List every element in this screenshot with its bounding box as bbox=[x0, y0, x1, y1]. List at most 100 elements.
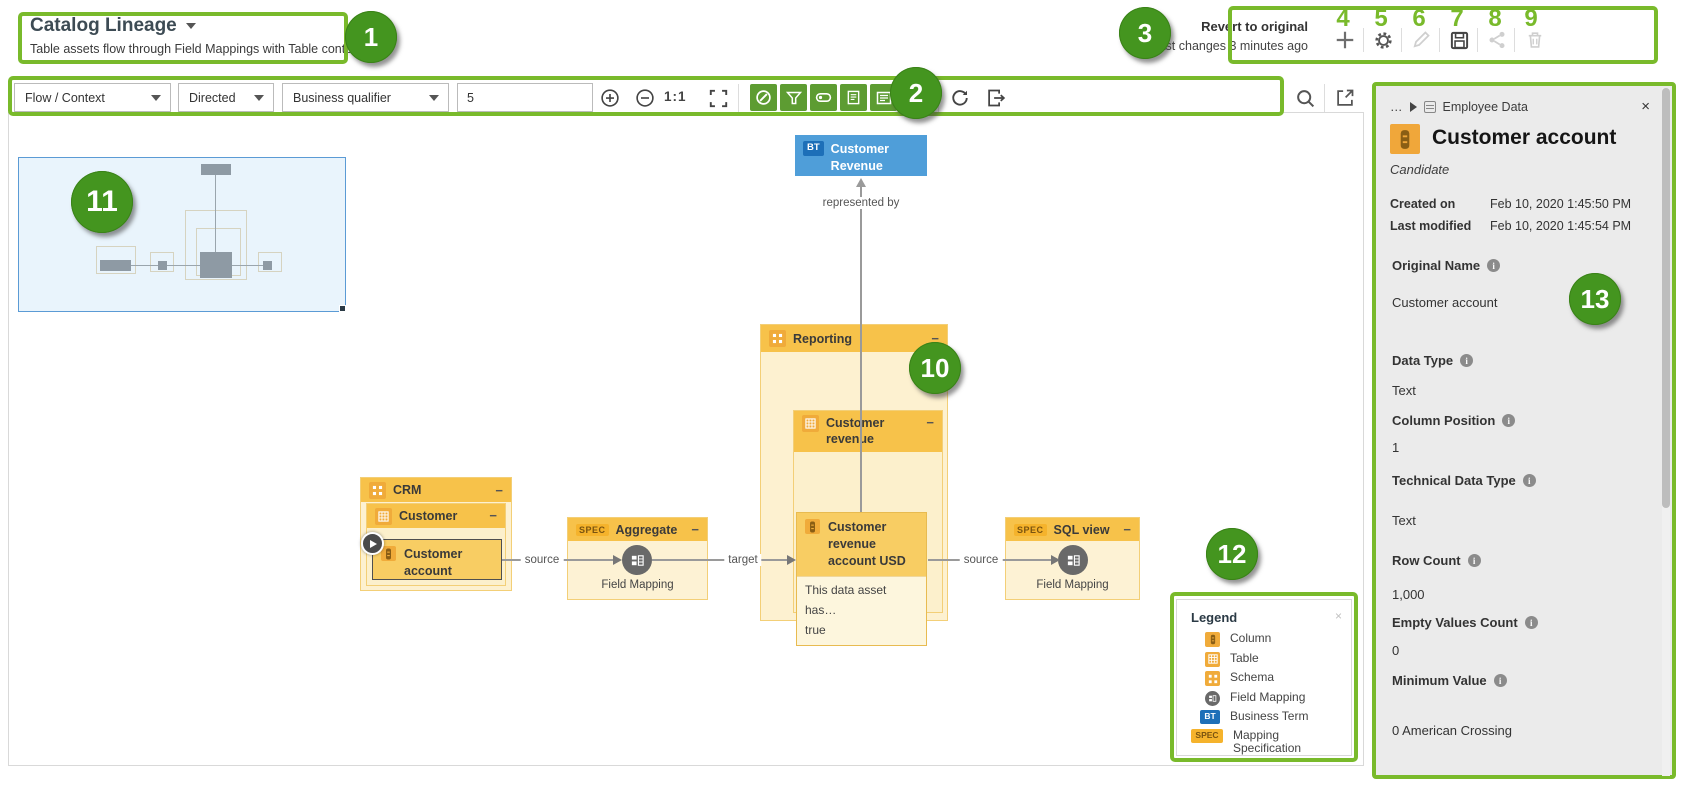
schema-header-crm[interactable]: CRM − bbox=[361, 478, 511, 502]
node-attribute: true bbox=[805, 623, 826, 638]
chevron-down-icon bbox=[429, 94, 439, 101]
collapse-button[interactable]: − bbox=[1123, 522, 1131, 537]
annotation-badge-1: 1 bbox=[345, 11, 397, 63]
gear-icon bbox=[1374, 31, 1392, 49]
legend-item-mapping-specification: SPEC Mapping Specification bbox=[1191, 728, 1339, 757]
share-button[interactable] bbox=[1478, 26, 1516, 54]
collapse-button[interactable]: − bbox=[926, 415, 934, 430]
minimap-node bbox=[201, 164, 231, 175]
table-icon bbox=[802, 415, 819, 432]
breadcrumb-caret-icon bbox=[1409, 102, 1417, 112]
column-icon bbox=[805, 519, 820, 534]
legend-close-button[interactable]: × bbox=[1334, 609, 1342, 623]
mapping-spec-node-sql-view[interactable]: SPEC SQL view − bbox=[1005, 517, 1140, 600]
attribute-label: Data Type i bbox=[1392, 353, 1474, 368]
fit-to-screen-button[interactable] bbox=[705, 85, 731, 111]
page-title[interactable]: Catalog Lineage bbox=[30, 15, 196, 37]
filter-toggle-button[interactable] bbox=[780, 84, 807, 111]
annotation-badge-13: 13 bbox=[1569, 273, 1621, 325]
info-icon[interactable]: i bbox=[1522, 474, 1536, 487]
delete-button[interactable] bbox=[1516, 26, 1554, 54]
minimap-resize-handle[interactable] bbox=[339, 305, 346, 312]
overview-toggle-button[interactable] bbox=[750, 84, 777, 111]
edge-arrowhead bbox=[613, 555, 622, 565]
details-toggle-button[interactable] bbox=[840, 84, 867, 111]
save-icon bbox=[1450, 31, 1468, 49]
page-subtitle: Table assets flow through Field Mappings… bbox=[30, 42, 362, 56]
annotation-number-7: 7 bbox=[1450, 5, 1464, 32]
layout-select[interactable]: Flow / Context bbox=[14, 83, 171, 112]
collapse-button[interactable]: − bbox=[691, 522, 699, 537]
panel-close-button[interactable]: × bbox=[1641, 98, 1650, 115]
qualifier-select[interactable]: Business qualifier bbox=[282, 83, 449, 112]
panel-scrollbar-thumb[interactable] bbox=[1662, 88, 1670, 508]
column-node-customer-revenue-account-usd[interactable]: Customer revenue account USD This data a… bbox=[796, 512, 927, 646]
info-icon[interactable]: i bbox=[1524, 616, 1538, 629]
node-business-term-customer-revenue[interactable]: BT Customer Revenue bbox=[795, 135, 927, 176]
field-mapping-icon bbox=[1205, 690, 1220, 706]
minimap-node bbox=[100, 260, 131, 271]
panel-scrollbar[interactable] bbox=[1662, 88, 1670, 776]
field-mapping-node[interactable] bbox=[622, 545, 652, 575]
minimap[interactable] bbox=[18, 157, 346, 312]
zoom-reset-button[interactable]: 1:1 bbox=[664, 89, 687, 104]
legend-item-business-term: BT Business Term bbox=[1191, 709, 1339, 724]
info-icon[interactable]: i bbox=[1493, 674, 1507, 687]
breadcrumb[interactable]: … Employee Data bbox=[1390, 100, 1528, 114]
asset-status: Candidate bbox=[1390, 162, 1450, 177]
direction-select[interactable]: Directed bbox=[178, 83, 274, 112]
field-mapping-node[interactable] bbox=[1058, 545, 1088, 575]
collapse-button[interactable]: − bbox=[495, 482, 503, 498]
refresh-button[interactable] bbox=[947, 85, 973, 111]
open-new-window-icon bbox=[1337, 89, 1354, 106]
zoom-out-button[interactable] bbox=[632, 85, 658, 111]
breadcrumb-ellipsis[interactable]: … bbox=[1390, 100, 1403, 114]
minimap-node bbox=[263, 261, 272, 270]
info-icon[interactable]: i bbox=[1460, 354, 1474, 367]
labels-toggle-button[interactable] bbox=[810, 84, 837, 111]
attribute-label-text: Minimum Value bbox=[1392, 673, 1487, 688]
last-modified-value: Feb 10, 2020 1:45:54 PM bbox=[1490, 219, 1632, 233]
legend-label: Table bbox=[1230, 650, 1259, 665]
info-icon[interactable]: i bbox=[1502, 414, 1516, 427]
schema-header-reporting[interactable]: Reporting − bbox=[761, 325, 947, 352]
expand-lineage-play-button[interactable] bbox=[361, 532, 384, 555]
settings-button[interactable] bbox=[1364, 26, 1402, 54]
divider bbox=[1477, 28, 1478, 52]
info-icon[interactable]: i bbox=[1467, 554, 1481, 567]
open-new-window-button[interactable] bbox=[1332, 85, 1358, 111]
collapse-button[interactable]: − bbox=[489, 507, 497, 523]
field-mapping-icon bbox=[631, 554, 644, 566]
zoom-in-button[interactable] bbox=[597, 85, 623, 111]
annotation-badge-2: 2 bbox=[890, 67, 942, 119]
export-icon bbox=[988, 89, 1006, 107]
info-icon[interactable]: i bbox=[1487, 259, 1501, 272]
search-button[interactable] bbox=[1292, 85, 1318, 111]
legend-item-field-mapping: Field Mapping bbox=[1191, 690, 1339, 706]
depth-input[interactable] bbox=[457, 83, 593, 112]
node-label: Customer revenue account USD bbox=[828, 520, 906, 568]
asset-title: Customer account bbox=[1432, 126, 1617, 149]
export-button[interactable] bbox=[983, 85, 1009, 111]
table-header-customer[interactable]: Customer − bbox=[367, 504, 505, 528]
edge-label-represented-by: represented by bbox=[818, 197, 904, 209]
column-node-customer-account[interactable]: Customer account bbox=[372, 539, 502, 580]
legend-item-column: Column bbox=[1191, 631, 1339, 647]
edit-button[interactable] bbox=[1402, 26, 1440, 54]
minimap-edge bbox=[215, 175, 216, 252]
revert-title[interactable]: Revert to original bbox=[1201, 19, 1308, 34]
table-header-customer-revenue[interactable]: Customer revenue − bbox=[794, 411, 942, 452]
pencil-icon bbox=[1413, 31, 1430, 48]
zoom-in-icon bbox=[601, 89, 619, 107]
breadcrumb-parent-link[interactable]: Employee Data bbox=[1442, 100, 1528, 114]
attribute-label-text: Data Type bbox=[1392, 353, 1454, 368]
mapping-spec-header-sql-view[interactable]: SPEC SQL view − bbox=[1006, 518, 1139, 541]
attribute-value: Text bbox=[1392, 383, 1416, 398]
mapping-spec-header-aggregate[interactable]: SPEC Aggregate − bbox=[568, 518, 707, 541]
collapse-button[interactable]: − bbox=[931, 331, 939, 346]
qualifier-select-value: Business qualifier bbox=[293, 90, 391, 105]
save-button[interactable] bbox=[1440, 26, 1478, 54]
add-button[interactable] bbox=[1326, 26, 1364, 54]
business-term-icon: BT bbox=[1200, 710, 1220, 724]
